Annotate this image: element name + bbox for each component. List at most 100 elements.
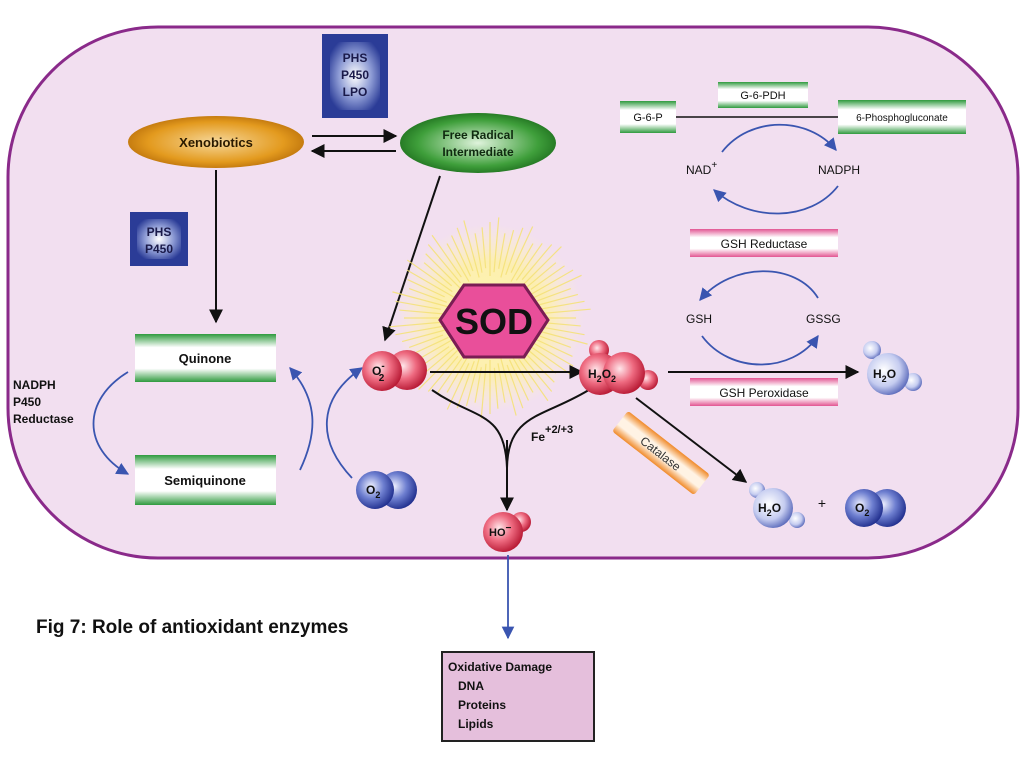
superoxide-main: O xyxy=(372,364,381,378)
h2o2-molecule: H2O2 xyxy=(579,340,658,395)
glow-ray xyxy=(389,321,441,328)
xenobiotics-label: Xenobiotics xyxy=(179,135,253,150)
glow-ray xyxy=(406,259,453,293)
glow-ray xyxy=(539,326,585,336)
enzyme-top-line-2: P450 xyxy=(341,68,369,82)
enzyme-box-top: PHS P450 LPO xyxy=(322,34,388,118)
glow-ray xyxy=(527,343,574,377)
glow-ray xyxy=(498,233,506,269)
reductase-line-3: Reductase xyxy=(13,412,74,426)
sod-label: SOD xyxy=(455,301,533,342)
hydroxyl-molecule: HO− xyxy=(483,512,531,552)
glow-ray xyxy=(456,361,475,409)
gsh-peroxidase-label: GSH Peroxidase xyxy=(719,386,809,400)
water-a-h: H xyxy=(873,367,882,381)
glow-ray xyxy=(463,220,480,278)
free-radical-label-2: Intermediate xyxy=(442,145,514,159)
glow-ray xyxy=(531,274,582,300)
glow-ray xyxy=(530,265,565,290)
glow-ray xyxy=(418,347,461,390)
superoxide-molecule: O-2 xyxy=(362,350,427,391)
glow-ray xyxy=(539,308,591,315)
glow-ray xyxy=(401,328,450,343)
glow-ray xyxy=(474,233,483,273)
enzyme-top-line-1: PHS xyxy=(343,51,368,65)
damage-title: Oxidative Damage xyxy=(448,660,552,674)
nad-charge: + xyxy=(711,160,717,171)
glow-ray xyxy=(425,253,461,289)
h2o2-sub-b: 2 xyxy=(611,374,616,384)
glow-ray xyxy=(500,229,515,278)
water-molecule-b: H2O xyxy=(749,482,805,528)
glow-ray xyxy=(427,244,461,284)
glow-ray xyxy=(535,338,573,358)
reductase-line-2: P450 xyxy=(13,395,41,409)
arrow-quinone-to-semiquinone xyxy=(92,371,130,475)
glow-ray xyxy=(427,355,459,392)
gsh-reductase-label: GSH Reductase xyxy=(721,237,808,251)
phosphogluconate-label: 6-Phosphogluconate xyxy=(856,113,948,124)
enzyme-box-left: PHS P450 xyxy=(130,212,188,266)
reductase-line-1: NADPH xyxy=(13,378,56,392)
g6pdh-label: G-6-PDH xyxy=(740,90,785,102)
gsh-reductase-box: GSH Reductase xyxy=(690,229,838,257)
glow-ray xyxy=(481,227,487,269)
glow-ray xyxy=(465,358,480,407)
glow-ray xyxy=(423,262,453,287)
svg-text:O-2: O-2 xyxy=(372,361,385,384)
glow-ray xyxy=(446,354,470,393)
glow-ray xyxy=(406,269,454,298)
damage-item-dna: DNA xyxy=(458,679,484,693)
quinone-bar: Quinone xyxy=(135,334,276,382)
superoxide-sub: 2 xyxy=(379,373,385,384)
glow-ray xyxy=(408,288,447,303)
glow-ray xyxy=(497,363,506,403)
damage-item-proteins: Proteins xyxy=(458,698,506,712)
g6p-label: G-6-P xyxy=(633,112,662,124)
glow-ray xyxy=(508,359,530,401)
oxygen-left-sub: 2 xyxy=(375,490,380,500)
glow-ray xyxy=(395,325,445,336)
water-b-h: H xyxy=(758,501,767,515)
nad-main: NAD xyxy=(686,163,712,177)
glow-ray xyxy=(510,243,534,282)
g6p-box: G-6-P xyxy=(620,101,676,133)
nad-label: NAD+ xyxy=(686,160,717,177)
superoxide-charge: - xyxy=(381,361,384,372)
arrow-nad-to-nadph xyxy=(721,123,837,153)
gsh-label: GSH xyxy=(686,312,712,326)
glow-ray xyxy=(437,355,465,393)
glow-ray xyxy=(399,309,445,315)
glow-ray xyxy=(392,291,450,308)
arrow-semiquinone-to-quinone xyxy=(289,367,314,471)
glow-ray xyxy=(521,244,553,281)
arrow-radical-to-superoxide xyxy=(382,175,441,342)
glow-ray xyxy=(474,367,482,403)
free-radical-label-1: Free Radical xyxy=(442,128,513,142)
h2o2-h: H xyxy=(588,367,597,381)
oxygen-right-main: O xyxy=(855,501,864,515)
glow-ray xyxy=(408,334,444,348)
iron-main: Fe xyxy=(531,430,545,444)
h2o2-sub-a: 2 xyxy=(597,374,602,384)
glow-ray xyxy=(527,349,557,374)
free-radical-node: Free Radical Intermediate xyxy=(400,113,556,173)
arrow-gssg-to-gsh xyxy=(699,270,819,301)
semiquinone-label: Semiquinone xyxy=(164,473,246,488)
oxidative-damage-box: Oxidative Damage DNA Proteins Lipids xyxy=(441,651,595,742)
glow-ray xyxy=(526,269,574,298)
iron-label: Fe+2/+3 xyxy=(531,424,573,444)
oxygen-right-sub: 2 xyxy=(864,508,869,518)
water-b-sub: 2 xyxy=(767,508,772,518)
arrow-gsh-to-gssg xyxy=(701,334,819,366)
svg-text:H2O: H2O xyxy=(873,367,896,384)
glow-ray xyxy=(450,235,472,277)
h2o2-o: O xyxy=(602,367,611,381)
nadph-label: NADPH xyxy=(818,163,860,177)
svg-text:HO−: HO− xyxy=(489,523,512,539)
glow-ray xyxy=(510,354,534,393)
arrow-superoxide-to-hydroxyl xyxy=(431,389,508,469)
arrow-oxygen-to-superoxide xyxy=(325,367,364,479)
semiquinone-bar: Semiquinone xyxy=(135,455,276,505)
